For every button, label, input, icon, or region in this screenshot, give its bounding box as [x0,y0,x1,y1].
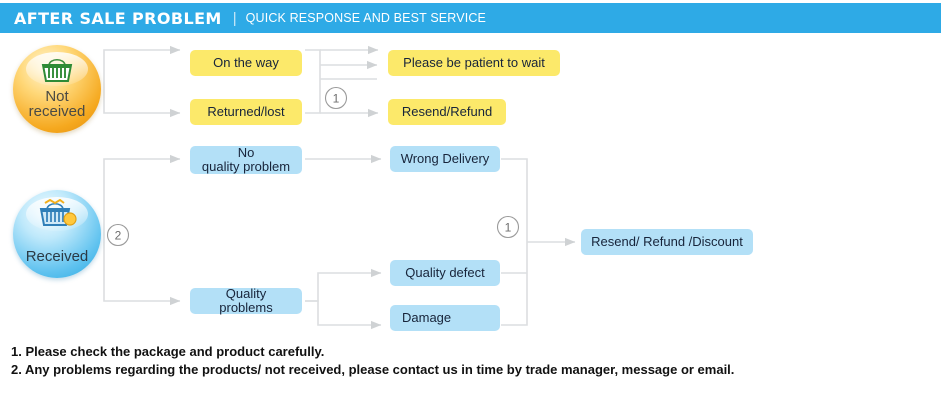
footer-notes: 1. Please check the package and product … [11,343,931,379]
node-no-quality-problem[interactable]: No quality problem [190,146,302,174]
node-on-the-way[interactable]: On the way [190,50,302,76]
note-2: 2. Any problems regarding the products/ … [11,362,735,377]
header-banner: AFTER SALE PROBLEM | QUICK RESPONSE AND … [0,3,941,33]
header-subtitle: QUICK RESPONSE AND BEST SERVICE [245,11,487,25]
badge-label-line2: received [28,103,86,120]
note-1: 1. Please check the package and product … [11,344,325,359]
svg-text:1: 1 [505,221,512,235]
node-damage[interactable]: Damage [390,305,500,331]
shopping-basket-filled-icon [13,199,101,231]
node-quality-problems[interactable]: Quality problems [190,287,302,315]
badge-label-line1: Not [45,88,69,105]
header-separator: | [232,9,237,27]
badge-label-line1: Received [25,248,89,265]
flow-diagram: 1 2 1 [0,33,941,338]
svg-text:2: 2 [115,229,122,243]
node-wrong-delivery[interactable]: Wrong Delivery [390,146,500,172]
badge-not-received[interactable]: Not received [13,45,101,133]
page-title: AFTER SALE PROBLEM [14,8,222,28]
node-please-be-patient[interactable]: Please be patient to wait [388,50,560,76]
badge-not-received-label: Not received [29,89,86,119]
badge-received[interactable]: Received [13,190,101,278]
connector-lines: 1 2 1 [103,45,576,330]
marker-1-top: 1 [324,86,348,110]
shopping-basket-icon [13,54,101,86]
node-line2: quality problem [201,159,291,174]
marker-2-left: 2 [106,223,130,247]
marker-1-bottom: 1 [496,215,520,239]
node-quality-defect[interactable]: Quality defect [390,260,500,286]
node-returned-lost[interactable]: Returned/lost [190,99,302,125]
node-resend-refund[interactable]: Resend/Refund [388,99,506,125]
svg-text:1: 1 [333,92,340,106]
node-resend-refund-discount[interactable]: Resend/ Refund /Discount [581,229,753,255]
node-line1: No [237,145,255,160]
badge-received-label: Received [26,249,89,264]
